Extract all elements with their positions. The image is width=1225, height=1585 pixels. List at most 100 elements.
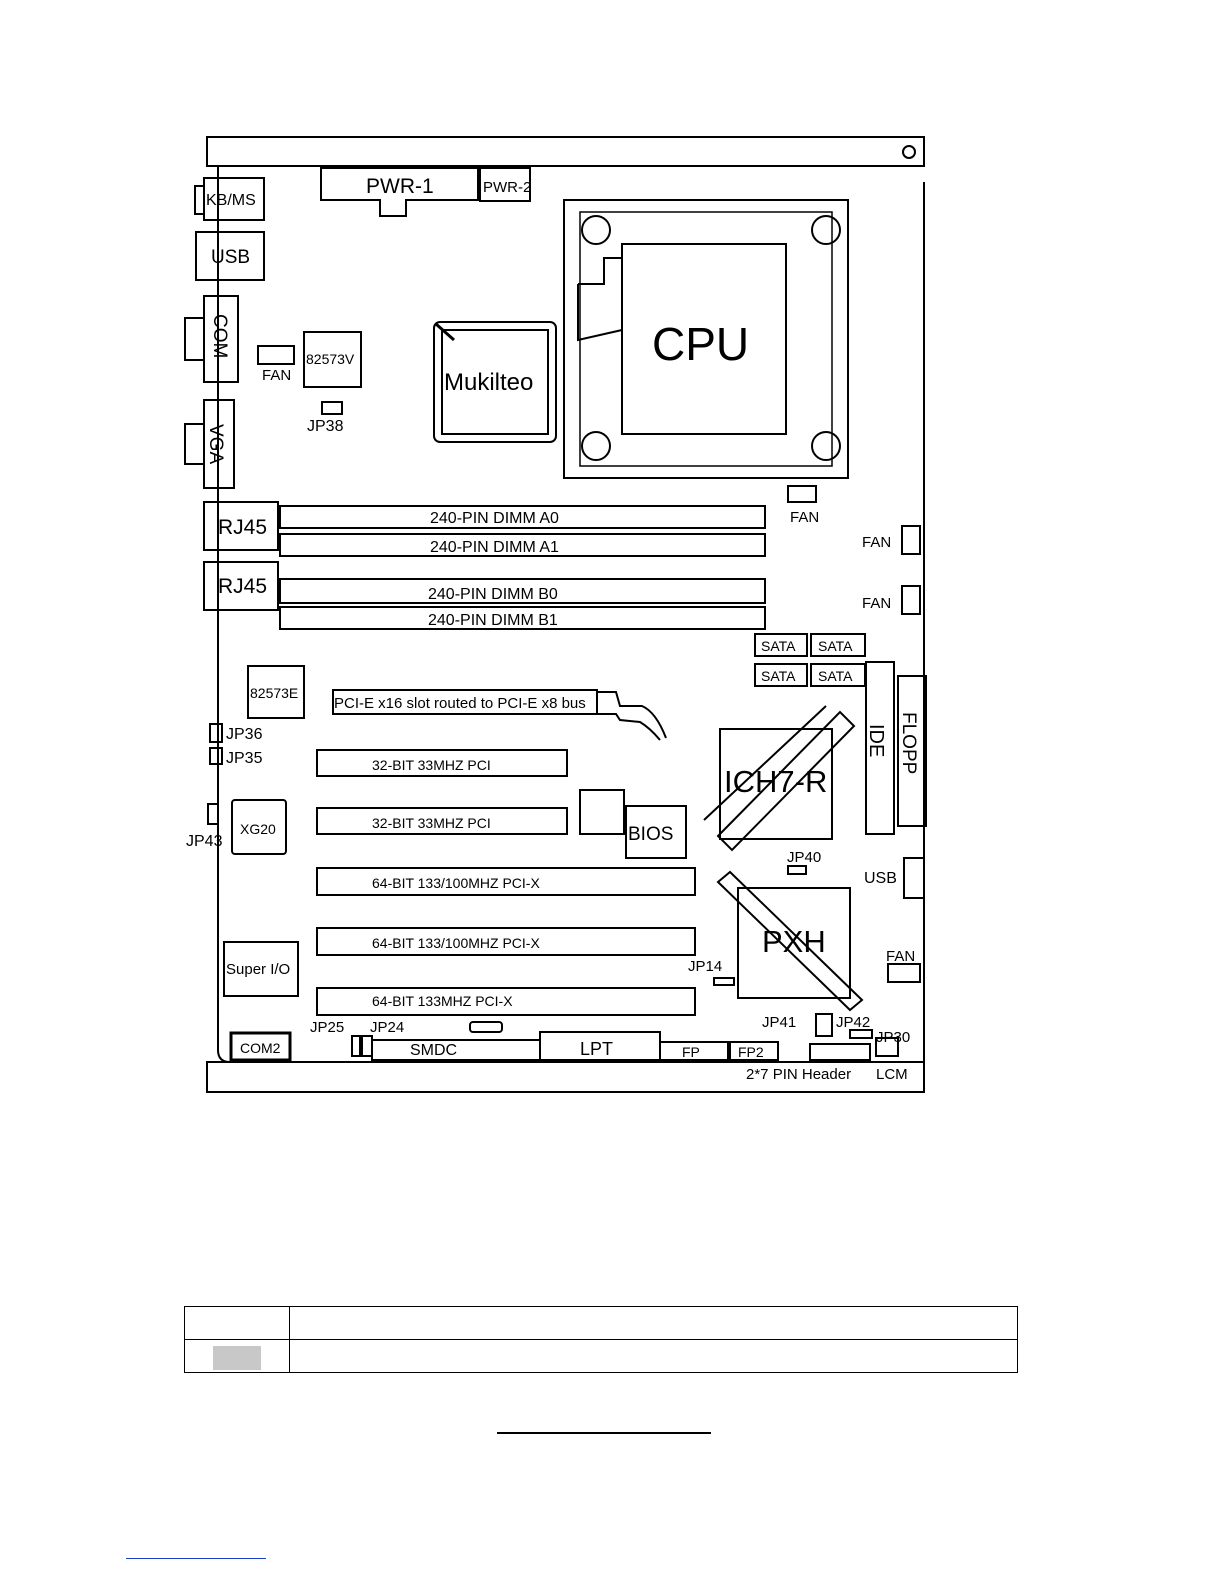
com2-label: COM2 [240, 1040, 281, 1056]
pcix2-label: 64-BIT 133/100MHZ PCI-X [372, 935, 540, 951]
fan-header-right2 [901, 585, 921, 615]
jp30-jumper [875, 1037, 899, 1057]
fp2-label: FP2 [738, 1044, 764, 1060]
jp40-jumper [787, 865, 807, 875]
fan-cpu-label: FAN [790, 509, 819, 526]
pcix2-slot [316, 927, 696, 956]
sata1-connector [754, 633, 808, 657]
jp38-label: JP38 [307, 418, 344, 435]
jp42-label: JP42 [836, 1014, 870, 1031]
kbms-label: KB/MS [206, 192, 256, 209]
jp43-label: JP43 [186, 833, 223, 850]
com-tab [184, 317, 205, 361]
usb-rear-port [195, 231, 265, 281]
legend-table [184, 1306, 1018, 1373]
fan-small-label: FAN [262, 367, 291, 384]
pci2-slot [316, 807, 568, 835]
vga-tab [184, 423, 205, 465]
pcie-label: PCI-E x16 slot routed to PCI-E x8 bus [334, 695, 586, 712]
sata2-label: SATA [818, 638, 853, 654]
floppy-label: FLOPP [898, 712, 919, 774]
mounting-hole [902, 145, 916, 159]
xg20-chip [231, 799, 287, 855]
com2-connector [229, 1031, 292, 1062]
fan-right2-label: FAN [862, 595, 891, 612]
pcix1-label: 64-BIT 133/100MHZ PCI-X [372, 875, 540, 891]
jp35-jumper [209, 747, 223, 765]
ich-label: ICH7-R [724, 764, 827, 799]
rj45-b-label: RJ45 [218, 575, 267, 598]
cpu-socket-lever [577, 257, 623, 342]
ich-chip [719, 728, 833, 840]
pin-header-connector [809, 1043, 871, 1061]
pxh-chip [737, 887, 851, 999]
cpu-socket-core [621, 243, 787, 435]
lcm-label: LCM [876, 1066, 908, 1083]
socket-hole-br [811, 431, 841, 461]
kbms-tab [194, 185, 205, 215]
smdc-label: SMDC [410, 1042, 457, 1059]
jp36-jumper [209, 723, 223, 743]
top-rail [206, 136, 925, 167]
mukilteo-pin1 [435, 322, 455, 342]
pcie-slot [332, 689, 598, 715]
sata3-connector [754, 663, 808, 687]
floppy-connector [897, 675, 927, 827]
cpu-socket-frame [563, 199, 849, 479]
jp35-label: JP35 [226, 750, 263, 767]
pci1-label: 32-BIT 33MHZ PCI [372, 757, 491, 773]
pwr2-label: PWR-2 [483, 179, 531, 196]
jp40-label: JP40 [787, 849, 821, 866]
fan-bottom-label: FAN [886, 948, 915, 965]
ide-connector [865, 661, 895, 835]
lpt-label: LPT [580, 1039, 613, 1059]
jp24-jumper [361, 1035, 373, 1057]
legend-row [184, 1306, 1018, 1340]
pcie-latch [597, 691, 667, 741]
pwr2-connector [479, 167, 531, 202]
socket-hole-bl [581, 431, 611, 461]
jp41-label: JP41 [762, 1014, 796, 1031]
dimm-a1-label: 240-PIN DIMM A1 [430, 539, 559, 556]
nic1-chip [303, 331, 362, 388]
superio-label: Super I/O [226, 961, 290, 978]
dimm-b1-slot [279, 606, 766, 630]
nic2-label: 82573E [250, 685, 298, 701]
rj45-a-label: RJ45 [218, 516, 267, 539]
pxh-label: PXH [762, 924, 826, 959]
xg20-label: XG20 [240, 821, 276, 837]
pci2-label: 32-BIT 33MHZ PCI [372, 815, 491, 831]
mukilteo-chip [441, 329, 549, 435]
pin-header-label: 2*7 PIN Header [746, 1066, 851, 1083]
jp42-jumper [849, 1029, 873, 1039]
fan-right1-label: FAN [862, 534, 891, 551]
jp38-jumper [321, 401, 343, 415]
legend-cell [289, 1339, 1018, 1373]
pxh-heatsink [716, 870, 864, 1012]
superio-chip [223, 941, 299, 997]
jp14-label: JP14 [688, 958, 722, 975]
nic1-label: 82573V [306, 351, 355, 367]
vga-label: VGA [205, 424, 226, 464]
sata3-label: SATA [761, 668, 796, 684]
dimm-b0-label: 240-PIN DIMM B0 [428, 586, 558, 603]
fp2-connector [729, 1041, 779, 1061]
ide-label: IDE [865, 724, 887, 757]
dimm-b1-label: 240-PIN DIMM B1 [428, 612, 558, 629]
jp24-label: JP24 [370, 1019, 404, 1036]
fan-header-cpu [787, 485, 817, 503]
pci1-slot [316, 749, 568, 777]
legend-cell [184, 1339, 290, 1373]
rj45-b-port [203, 561, 279, 611]
pcix3-slot [316, 987, 696, 1016]
socket-hole-tl [581, 215, 611, 245]
com-label: COM [209, 314, 230, 358]
fp-connector [659, 1041, 729, 1061]
mukilteo-label: Mukilteo [444, 369, 533, 396]
bios-label: BIOS [628, 824, 673, 845]
dimm-a0-slot [279, 505, 766, 529]
cpu-socket-retention [579, 211, 833, 467]
legend-row [184, 1339, 1018, 1373]
fan-header-left [257, 345, 295, 365]
bottom-rail [206, 1061, 925, 1093]
